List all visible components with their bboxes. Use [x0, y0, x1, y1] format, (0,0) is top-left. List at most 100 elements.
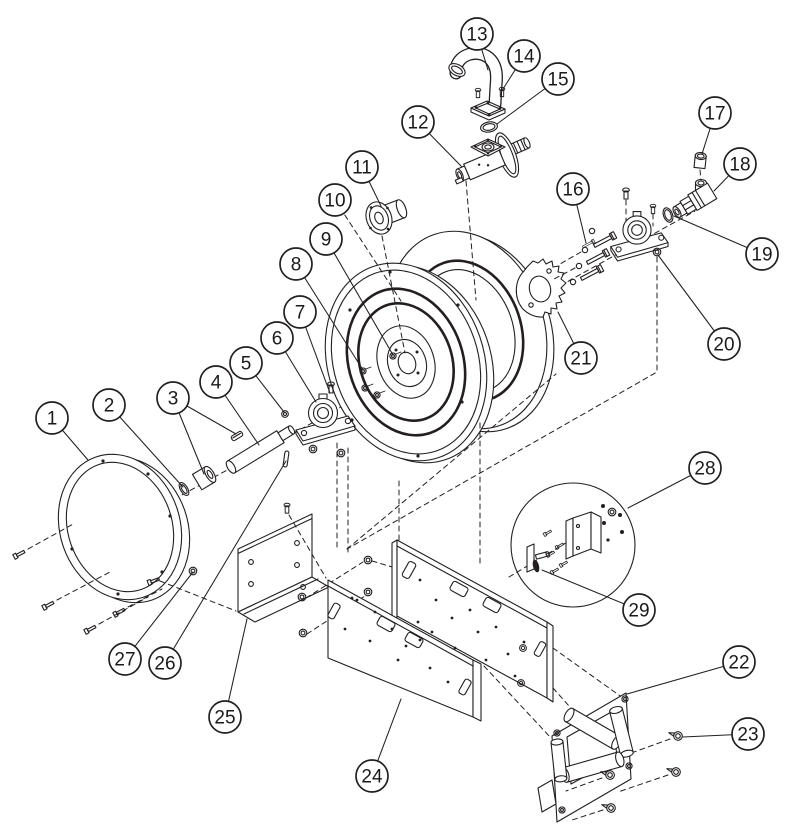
- base-screws-23: [565, 728, 685, 821]
- callout-29: 29: [541, 569, 656, 627]
- callout-7: 7: [283, 295, 331, 394]
- flange-bolt-14a: [474, 87, 482, 99]
- balloon-number-25: 25: [214, 708, 235, 729]
- balloon-6: [260, 321, 294, 355]
- sprocket-bolts-16: [553, 227, 618, 286]
- balloon-17: [698, 96, 732, 130]
- balloon-number-14: 14: [513, 47, 535, 68]
- balloon-number-16: 16: [562, 180, 583, 201]
- callout-18: 18: [713, 147, 757, 192]
- leader-line-22: [626, 661, 740, 695]
- leader-line-9: [325, 238, 394, 356]
- balloon-number-18: 18: [729, 155, 750, 176]
- balloon-number-28: 28: [694, 459, 715, 480]
- balloon-26: [148, 646, 182, 680]
- balloon-18: [723, 147, 757, 181]
- part-hub-spacer-3: [191, 465, 217, 491]
- leader-line-2: [108, 404, 184, 488]
- balloon-number-10: 10: [324, 191, 345, 212]
- balloon-15: [541, 62, 575, 96]
- balloon-1: [35, 401, 69, 435]
- balloon-11: [345, 150, 379, 184]
- callout-10: 10: [318, 183, 402, 302]
- balloon-4: [199, 365, 233, 399]
- callout-13: 13: [460, 17, 494, 71]
- part-swivel-12: [454, 132, 531, 301]
- callout-21: 21: [557, 311, 598, 375]
- callout-16: 16: [556, 172, 590, 244]
- balloon-2: [92, 388, 126, 422]
- balloon-27: [108, 642, 142, 676]
- callout-15: 15: [496, 62, 575, 125]
- balloon-number-22: 22: [728, 653, 749, 674]
- part-setscrew-5: [281, 410, 289, 418]
- part-end-disc: [57, 453, 191, 604]
- balloon-number-23: 23: [737, 725, 758, 746]
- part-reel-front-disc: [324, 262, 495, 464]
- balloon-number-27: 27: [114, 650, 135, 671]
- balloon-number-24: 24: [361, 767, 383, 788]
- balloon-21: [564, 341, 598, 375]
- leader-line-20: [657, 254, 725, 345]
- balloon-3: [156, 381, 190, 415]
- balloon-number-21: 21: [570, 349, 591, 370]
- part-bearing-left: [295, 381, 356, 557]
- balloon-13: [460, 17, 494, 51]
- balloon-number-11: 11: [352, 158, 372, 179]
- balloon-number-1: 1: [47, 409, 58, 430]
- balloon-number-15: 15: [547, 70, 568, 91]
- balloon-9: [309, 222, 343, 256]
- callout-14: 14: [502, 39, 541, 90]
- part-oring-15: [480, 121, 498, 133]
- hub-screws-8-9: [359, 351, 402, 399]
- balloon-number-12: 12: [407, 113, 428, 134]
- balloon-number-20: 20: [713, 335, 734, 356]
- callout-22: 22: [626, 645, 756, 695]
- part-bearing-hub-11: [365, 199, 408, 354]
- leader-line-10: [334, 199, 402, 302]
- balloon-number-6: 6: [272, 329, 283, 350]
- part-elbow-13: [448, 46, 506, 121]
- balloon-number-8: 8: [291, 255, 302, 276]
- callout-1: 1: [35, 401, 89, 461]
- callout-25: 25: [208, 618, 248, 734]
- callout-26: 26: [148, 460, 287, 680]
- balloon-number-26: 26: [154, 654, 175, 675]
- callout-4: 4: [199, 365, 260, 446]
- balloon-number-4: 4: [211, 373, 222, 394]
- leader-line-8: [295, 263, 364, 371]
- callout-20: 20: [657, 254, 741, 361]
- balloon-14: [507, 39, 541, 73]
- leader-line-26: [164, 460, 287, 664]
- balloon-number-13: 13: [466, 25, 487, 46]
- balloon-12: [401, 105, 435, 139]
- balloon-number-29: 29: [628, 601, 649, 622]
- part-bearing-right: [346, 187, 669, 550]
- part-fitting-assembly: [662, 151, 718, 223]
- part-mount-bracket-25: [237, 513, 330, 623]
- balloon-number-19: 19: [751, 245, 772, 266]
- balloon-20: [707, 327, 741, 361]
- part-nipple-17: [693, 151, 707, 170]
- balloon-8: [279, 247, 313, 281]
- callout-3: 3: [156, 381, 237, 475]
- callout-8: 8: [279, 247, 364, 371]
- alignment-dashes: [398, 422, 481, 568]
- callout-6: 6: [260, 321, 317, 403]
- callout-17: 17: [698, 96, 732, 155]
- disc-mounting-screws: [12, 522, 163, 635]
- balloon-28: [688, 451, 722, 485]
- balloon-number-17: 17: [704, 104, 725, 125]
- balloon-number-2: 2: [104, 396, 115, 417]
- leader-line-27: [124, 571, 194, 660]
- balloon-19: [745, 237, 779, 271]
- callout-19: 19: [673, 215, 779, 271]
- balloon-16: [556, 172, 590, 206]
- detail-view-circle: [508, 482, 636, 608]
- balloon-number-7: 7: [295, 303, 306, 324]
- part-sprocket-21: [515, 258, 567, 318]
- locknut-27: [188, 566, 198, 576]
- part-back-panel: [391, 539, 554, 703]
